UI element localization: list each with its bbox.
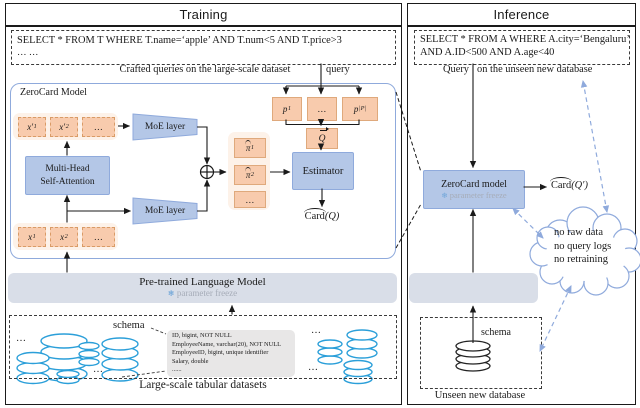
ellipsis-1: …: [16, 333, 26, 344]
schema-line-2: EmployeeName, varchar(20), NOT NULL: [172, 340, 282, 348]
tabular-datasets-box: [9, 315, 397, 379]
xprime-dots-token: …: [82, 117, 115, 137]
inference-sql-line1: SELECT * FROM A WHERE A.city=‘Bengaluru’: [420, 34, 630, 45]
x2-base: x: [60, 232, 65, 242]
card-q-output: Card(Q): [292, 208, 352, 222]
estimator-box: Estimator: [292, 152, 354, 190]
schema-line-5: ......: [172, 366, 182, 374]
xprime2-token: x′2: [50, 117, 78, 137]
pP-sub: |P|: [358, 104, 367, 112]
xp1-base: x′: [27, 122, 34, 132]
card-qprime-fn: Card: [549, 177, 573, 191]
ellipsis-2: …: [93, 364, 103, 375]
snowflake-icon: ❄: [441, 191, 448, 200]
cloud-annotation: no raw data no query logs no retraining: [554, 226, 634, 267]
unseen-db-caption: Unseen new database: [434, 390, 526, 401]
cloud-line-2: no query logs: [554, 240, 612, 252]
zerocard-model-inference-box: ZeroCard model ❄ parameter freeze: [423, 170, 525, 209]
mhsa-line2: Self-Attention: [40, 176, 95, 187]
inference-freeze-label: parameter freeze: [449, 190, 507, 200]
inference-title: Inference: [493, 7, 550, 22]
card-qprime-output: Card(Q′): [549, 177, 588, 191]
schema-detail-card: ID, bigint, NOT NULL EmployeeName, varch…: [167, 330, 295, 377]
inference-caption-left: Query: [443, 64, 469, 75]
moe-layer-bottom-label: MoE layer: [144, 206, 186, 216]
datasets-caption: Large-scale tabular datasets: [139, 379, 267, 391]
p1-sub: 1: [287, 104, 292, 112]
p-dots: …: [317, 104, 326, 114]
cloud-line-3: no retraining: [554, 254, 608, 265]
schema-line-4: Salary, double: [172, 357, 209, 365]
inference-lm-bar: [409, 273, 538, 303]
moe-layer-top-label: MoE layer: [144, 122, 186, 132]
schema-line-1: ID, bigint, NOT NULL: [172, 332, 232, 339]
xp1-sub: 1: [33, 122, 37, 130]
x2-sub: 2: [64, 232, 68, 240]
xp2-base: x′: [59, 122, 66, 132]
inference-sql-line2: AND A.ID<500 AND A.age<40: [420, 47, 555, 58]
query-label: query: [326, 64, 350, 75]
card-qprime-arg: (Q′): [571, 180, 588, 191]
pretrained-lm-bar: Pre-trained Language Model ❄ parameter f…: [8, 273, 397, 303]
estimator-label: Estimator: [302, 165, 344, 177]
pi2-base: π: [245, 167, 251, 180]
pP-base: p: [353, 104, 359, 114]
training-sql-line2: … …: [17, 48, 39, 58]
schema-label-training: schema: [113, 320, 145, 331]
mhsa-line1: Multi-Head: [45, 164, 90, 174]
crafted-queries-box: SELECT * FROM T WHERE T.name=‘apple’ AND…: [11, 30, 396, 65]
snowflake-icon: ❄: [167, 289, 175, 298]
x1-sub: 1: [32, 232, 36, 240]
training-title: Training: [179, 7, 228, 22]
pi1-sub: 1: [250, 143, 255, 151]
card-q-arg: (Q): [324, 211, 340, 222]
training-sql-line1: SELECT * FROM T WHERE T.name=‘apple’ AND…: [17, 35, 342, 46]
inference-header: Inference: [407, 3, 636, 26]
ellipsis-3: …: [311, 325, 321, 336]
cloud-line-1: no raw data: [554, 227, 603, 238]
pi1-base: π: [245, 140, 251, 153]
zerocard-model-label: ZeroCard Model: [20, 87, 87, 98]
ellipsis-4: …: [308, 362, 318, 373]
pi-dots-token: …: [234, 191, 266, 208]
xp-dots: …: [94, 122, 103, 132]
xprime1-token: x′1: [18, 117, 46, 137]
schema-label-inference: schema: [481, 327, 511, 338]
x-dots: …: [94, 232, 103, 242]
q-vector-label: Q: [318, 127, 329, 144]
pP-token: p|P|: [342, 97, 378, 121]
crafted-queries-caption: Crafted queries on the large-scale datas…: [119, 64, 291, 75]
inference-query-box: SELECT * FROM A WHERE A.city=‘Bengaluru’…: [414, 30, 630, 65]
card-q-fn: Card: [303, 208, 327, 222]
q-vector-box: Q: [306, 127, 338, 149]
inference-freeze-line: ❄ parameter freeze: [441, 190, 507, 200]
x-dots-token: …: [82, 227, 115, 247]
plm-label: Pre-trained Language Model: [139, 276, 266, 288]
pi2-sub: 2: [250, 170, 255, 178]
plm-freeze-line: ❄ parameter freeze: [8, 288, 397, 298]
p-dots-token: …: [307, 97, 337, 121]
multi-head-self-attention-box: Multi-Head Self-Attention: [25, 156, 110, 195]
schema-line-3: EmployeeID, bigint, unique identifier: [172, 349, 269, 357]
inference-caption-right: on the unseen new database: [477, 64, 593, 75]
plm-freeze-label: parameter freeze: [176, 288, 238, 298]
x1-base: x: [28, 232, 33, 242]
pi-dots: …: [245, 194, 254, 205]
zerocard-model-container: [10, 83, 396, 259]
zerocard-inference-label: ZeroCard model: [441, 179, 507, 190]
xp2-sub: 2: [65, 122, 69, 130]
p1-base: p: [282, 104, 288, 114]
training-header: Training: [5, 3, 402, 26]
unseen-database-box: [420, 317, 542, 389]
